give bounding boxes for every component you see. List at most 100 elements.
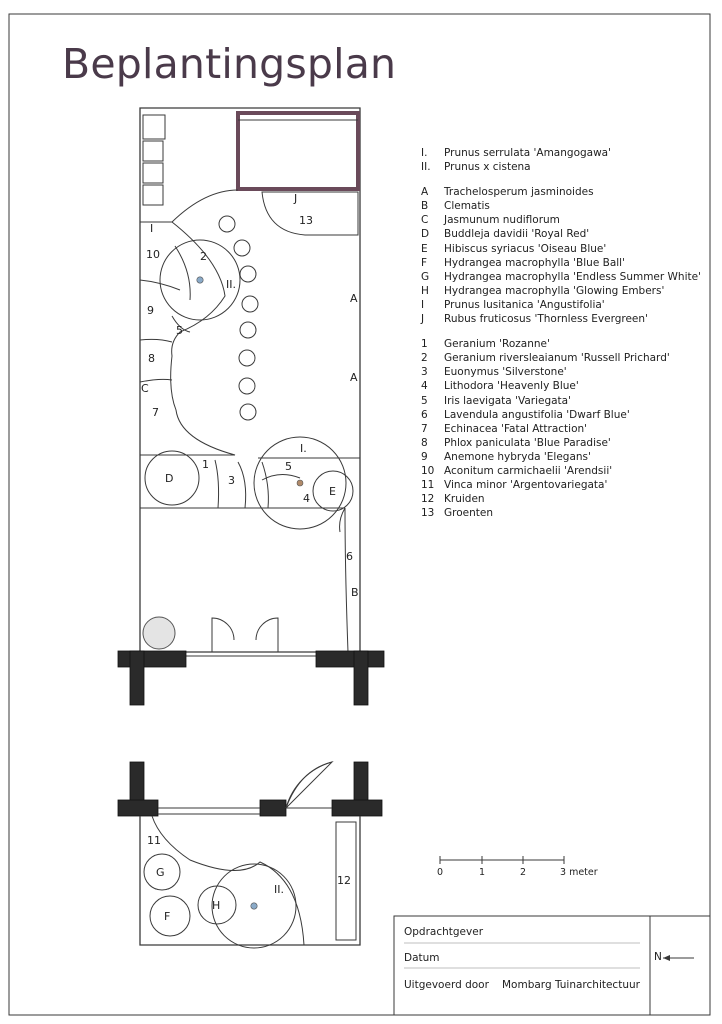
legend-name: Lavendula angustifolia 'Dwarf Blue' bbox=[444, 408, 630, 421]
legend-code: E bbox=[421, 242, 428, 255]
bed-division bbox=[139, 378, 173, 383]
legend-name: Hydrangea macrophylla 'Blue Ball' bbox=[444, 256, 625, 269]
legend-code: B bbox=[421, 200, 429, 213]
legend-code: D bbox=[421, 228, 430, 241]
legend-name: Echinacea 'Fatal Attraction' bbox=[444, 422, 588, 435]
plan-label: 8 bbox=[148, 352, 155, 365]
plan-label: G bbox=[156, 866, 165, 879]
legend-item: II. Prunus x cistena bbox=[421, 160, 701, 174]
sheet-border bbox=[8, 13, 711, 1016]
legend-name: Prunus lusitanica 'Angustifolia' bbox=[444, 298, 605, 311]
legend-code: F bbox=[421, 256, 428, 269]
plan-label: D bbox=[165, 472, 173, 485]
legend-item: I.Prunus serrulata 'Amangogawa' bbox=[421, 146, 701, 160]
bed-division bbox=[171, 315, 191, 333]
round-shrub bbox=[218, 215, 236, 233]
round-shrub bbox=[239, 321, 257, 339]
plan-label: 1 bbox=[202, 458, 209, 471]
plan-label: 6 bbox=[346, 550, 353, 563]
legend-code: J bbox=[421, 313, 425, 326]
legend-code: 8 bbox=[421, 436, 428, 449]
legend-item: E Hibiscus syriacus 'Oiseau Blue' bbox=[421, 242, 701, 256]
plan-label: A bbox=[350, 292, 358, 305]
house-wall bbox=[129, 650, 145, 706]
plan-label: A bbox=[350, 371, 358, 384]
tree-trunk-II bbox=[196, 276, 204, 284]
scale-label: 2 bbox=[520, 867, 526, 878]
legend-item: G Hydrangea macrophylla 'Endless Summer W… bbox=[421, 270, 701, 284]
garden-pot bbox=[142, 616, 176, 650]
north-label: N bbox=[654, 951, 662, 963]
scale-label: 1 bbox=[479, 867, 485, 878]
shrub-F bbox=[149, 895, 191, 937]
legend-code: 4 bbox=[421, 380, 428, 393]
executed-label: Uitgevoerd door bbox=[404, 979, 489, 991]
legend-code: 13 bbox=[421, 507, 435, 520]
paving-tile bbox=[142, 184, 164, 206]
house-wall bbox=[331, 799, 383, 817]
legend-trees: I.Prunus serrulata 'Amangogawa'II. Prunus… bbox=[421, 146, 701, 174]
legend-code: 2 bbox=[421, 352, 428, 365]
scale-label: 3 meter bbox=[560, 867, 598, 878]
legend-name: Buddleja davidii 'Royal Red' bbox=[444, 228, 590, 241]
hedge-shrubs bbox=[218, 215, 259, 421]
plan-label: II. bbox=[226, 278, 236, 291]
shrub-E bbox=[312, 470, 354, 512]
legend-name: Prunus x cistena bbox=[444, 161, 531, 174]
north-arrow-icon bbox=[663, 955, 670, 961]
legend-name: Anemone hybryda 'Elegans' bbox=[444, 450, 591, 463]
house-wall bbox=[117, 799, 159, 817]
back-garden bbox=[117, 107, 385, 706]
front-garden bbox=[117, 761, 383, 949]
legend-code: II. bbox=[421, 161, 431, 174]
legend-gap bbox=[421, 174, 701, 185]
date-label: Datum bbox=[404, 952, 440, 964]
plan-label: 11 bbox=[147, 834, 161, 847]
legend-name: Iris laevigata 'Variegata' bbox=[444, 394, 571, 407]
plan-label: E bbox=[329, 485, 336, 498]
legend-code: A bbox=[421, 186, 429, 199]
plan-label: II. bbox=[274, 883, 284, 896]
plan-label: 2 bbox=[200, 250, 207, 263]
executed-by: Mombarg Tuinarchitectuur bbox=[502, 979, 640, 991]
legend-item: D Buddleja davidii 'Royal Red' bbox=[421, 227, 701, 241]
legend-name: Geranium 'Rozanne' bbox=[444, 338, 550, 351]
legend-code: H bbox=[421, 284, 429, 297]
legend-code: 10 bbox=[421, 464, 435, 477]
vegetable-bed bbox=[261, 191, 359, 236]
round-shrub bbox=[238, 377, 256, 395]
title-block-frame bbox=[393, 915, 711, 1016]
tree-canopy-II bbox=[159, 239, 241, 321]
legend-name: Hydrangea macrophylla 'Endless Summer Wh… bbox=[444, 270, 701, 283]
round-shrub bbox=[233, 239, 251, 257]
front-door bbox=[285, 761, 334, 809]
round-shrub bbox=[238, 349, 256, 367]
legend-name: Hibiscus syriacus 'Oiseau Blue' bbox=[444, 242, 607, 255]
garden-shed bbox=[236, 111, 360, 191]
bed-division bbox=[261, 474, 301, 481]
legend-name: Lithodora 'Heavenly Blue' bbox=[444, 380, 579, 393]
legend-name: Prunus serrulata 'Amangogawa' bbox=[444, 147, 611, 159]
legend-item: F Hydrangea macrophylla 'Blue Ball' bbox=[421, 256, 701, 270]
tree-trunk-II-front bbox=[250, 902, 258, 910]
legend-name: Hydrangea macrophylla 'Glowing Embers' bbox=[444, 284, 665, 297]
front-garden-boundary bbox=[139, 816, 361, 946]
client-label: Opdrachtgever bbox=[404, 926, 484, 938]
round-shrub bbox=[241, 295, 259, 313]
round-shrub bbox=[239, 403, 257, 421]
legend-item: A Trachelosperum jasminoides bbox=[421, 185, 701, 199]
plan-label: 13 bbox=[299, 214, 313, 227]
legend-code: G bbox=[421, 270, 430, 283]
shrub-G bbox=[143, 853, 181, 891]
house-wall bbox=[353, 650, 369, 706]
legend-name: Trachelosperum jasminoides bbox=[444, 186, 594, 199]
plan-label: F bbox=[164, 910, 170, 923]
